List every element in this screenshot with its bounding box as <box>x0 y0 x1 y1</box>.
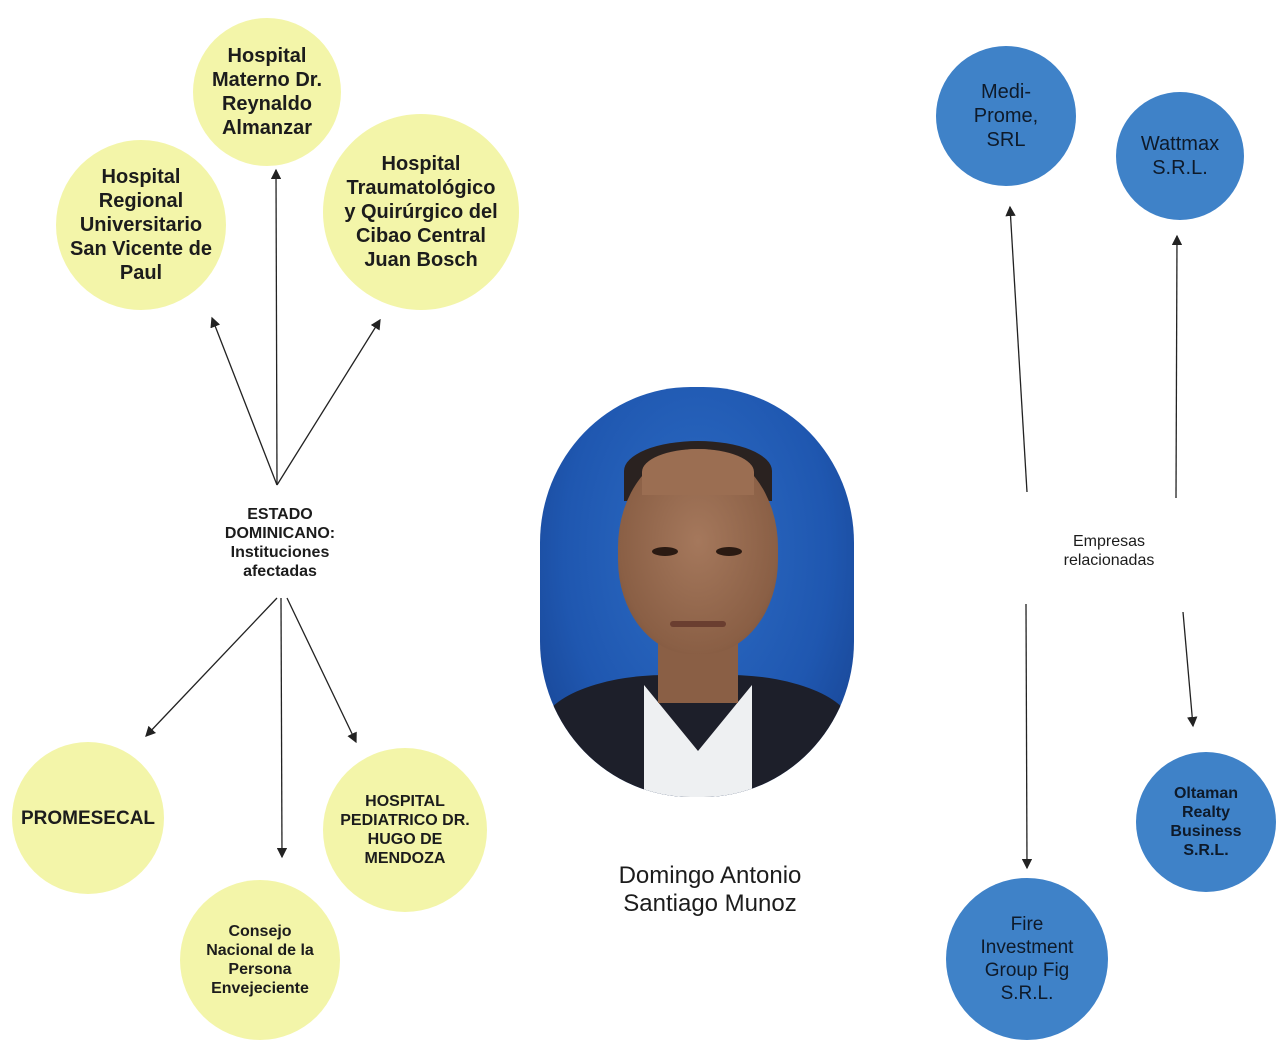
portrait-mouth <box>670 621 726 627</box>
node-promesecal: PROMESECAL <box>12 742 164 894</box>
node-hospital-regional-label: Hospital Regional Universitario San Vice… <box>70 166 212 284</box>
arrow-to-hospital-regional <box>210 316 278 486</box>
portrait-right-eye <box>716 547 742 556</box>
arrow-to-hospital-traumatologico <box>276 318 381 486</box>
arrow-to-promesecal <box>145 597 278 737</box>
node-wattmax: Wattmax S.R.L. <box>1116 92 1244 220</box>
node-hospital-pediatrico: HOSPITAL PEDIATRICO DR. HUGO DE MENDOZA <box>323 748 487 912</box>
node-fire-investment: Fire Investment Group Fig S.R.L. <box>946 878 1108 1040</box>
arrow-to-hospital-materno <box>270 168 282 486</box>
node-consejo-nacional-label: Consejo Nacional de la Persona Envejecie… <box>206 923 314 997</box>
arrow-to-consejo-nacional <box>276 597 288 859</box>
right-hub-label: Empresas relacionadas <box>1036 532 1182 570</box>
left-hub-label: ESTADO DOMINICANO: Instituciones afectad… <box>196 505 364 581</box>
node-hospital-traumatologico: Hospital Traumatológico y Quirúrgico del… <box>323 114 519 310</box>
arrow-to-hospital-pediatrico <box>286 597 357 744</box>
portrait-left-eye <box>652 547 678 556</box>
node-medi-prome: Medi- Prome, SRL <box>936 46 1076 186</box>
arrow-to-wattmax <box>1171 234 1183 499</box>
node-promesecal-label: PROMESECAL <box>20 807 156 829</box>
node-fire-investment-label: Fire Investment Group Fig S.R.L. <box>980 914 1074 1004</box>
arrow-to-fire-investment <box>1021 603 1033 870</box>
arrow-to-oltaman <box>1182 611 1198 728</box>
node-consejo-nacional: Consejo Nacional de la Persona Envejecie… <box>180 880 340 1040</box>
portrait-forehead <box>642 449 754 495</box>
node-hospital-traumatologico-label: Hospital Traumatológico y Quirúrgico del… <box>344 153 498 271</box>
node-oltaman: Oltaman Realty Business S.R.L. <box>1136 752 1276 892</box>
node-wattmax-label: Wattmax S.R.L. <box>1140 133 1220 179</box>
node-hospital-pediatrico-label: HOSPITAL PEDIATRICO DR. HUGO DE MENDOZA <box>340 793 470 867</box>
node-medi-prome-label: Medi- Prome, SRL <box>973 81 1039 151</box>
arrow-to-medi-prome <box>1005 205 1028 493</box>
node-oltaman-label: Oltaman Realty Business S.R.L. <box>1170 785 1242 859</box>
node-hospital-materno: Hospital Materno Dr. Reynaldo Almanzar <box>193 18 341 166</box>
portrait-photo <box>540 387 854 797</box>
node-hospital-regional: Hospital Regional Universitario San Vice… <box>56 140 226 310</box>
person-name: Domingo Antonio Santiago Munoz <box>618 862 802 917</box>
node-hospital-materno-label: Hospital Materno Dr. Reynaldo Almanzar <box>211 45 323 139</box>
